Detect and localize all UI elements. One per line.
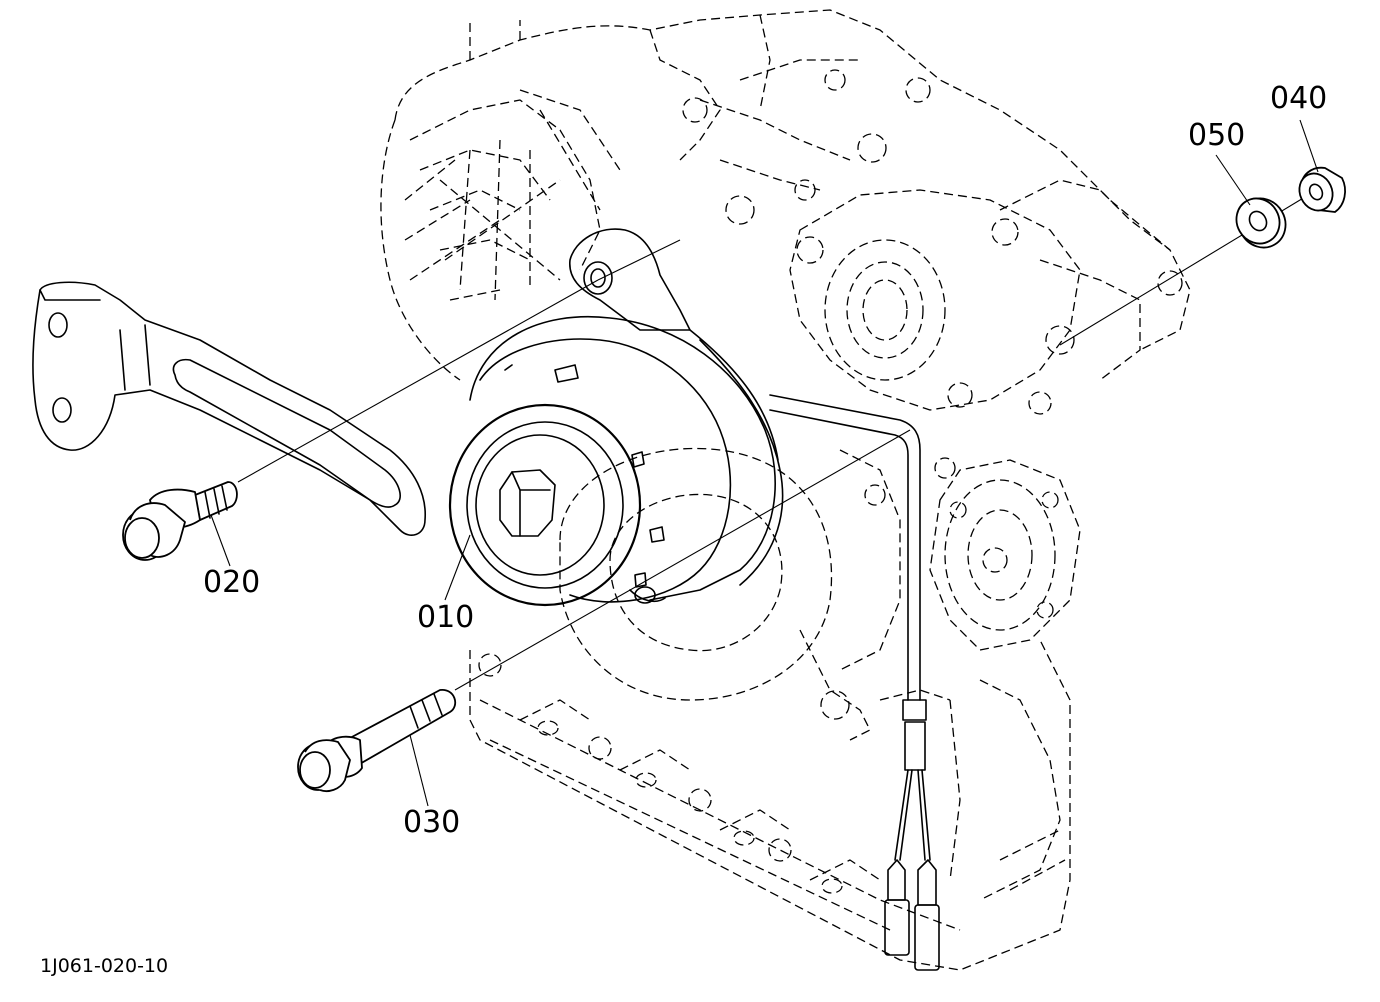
- bolt-lower: [297, 689, 457, 793]
- nut: [1298, 166, 1346, 213]
- callout-010: 010: [417, 600, 474, 635]
- washer: [1235, 197, 1287, 249]
- callout-020: 020: [203, 565, 260, 600]
- callout-050: 050: [1188, 118, 1245, 153]
- callout-040: 040: [1270, 81, 1327, 116]
- figure-code: 1J061-020-10: [40, 955, 168, 977]
- callout-leaders: [210, 119, 1319, 807]
- bolt-upper: [122, 481, 238, 561]
- callout-030: 030: [403, 805, 460, 840]
- engine-block: [380, 9, 1191, 971]
- adjusting-bracket: [32, 281, 426, 536]
- assembly-axis-lines: [237, 196, 1306, 691]
- alternator: [448, 228, 784, 607]
- wire-harness: [769, 394, 940, 971]
